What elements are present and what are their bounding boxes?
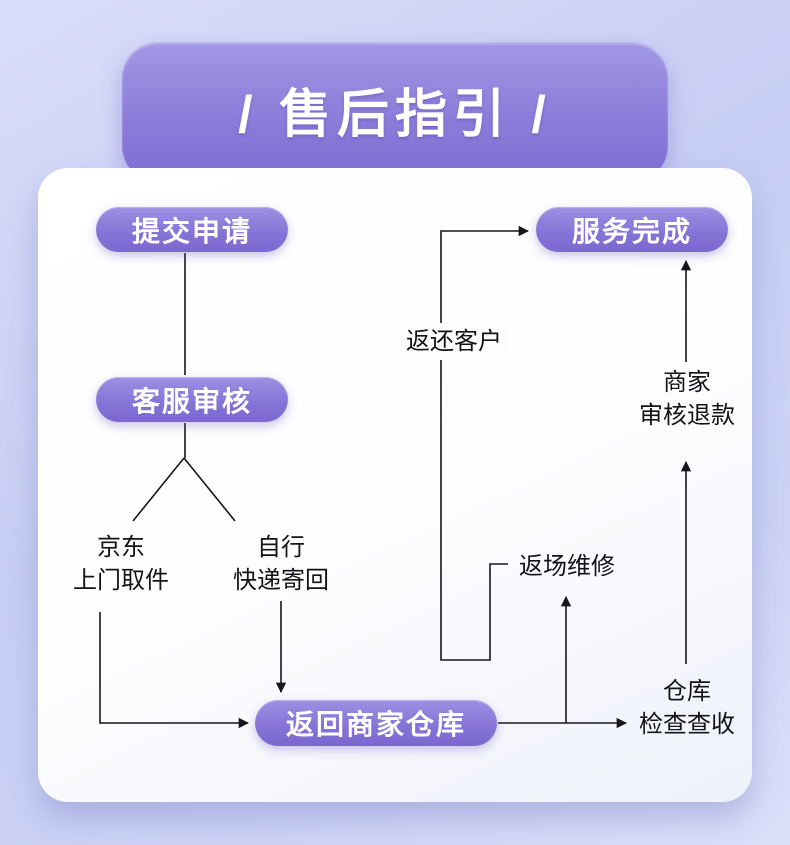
label-self-courier-return-line2: 快递寄回 (233, 567, 329, 594)
node-customer-service-review: 客服审核 (96, 377, 288, 422)
label-merchant-refund-review-line1: 商家 (663, 369, 711, 396)
flowchart-card (38, 168, 752, 802)
label-self-courier-return-line1: 自行 (257, 534, 305, 561)
label-self-courier-return: 自行 快递寄回 (211, 531, 351, 597)
label-repair-return: 返场维修 (519, 553, 615, 580)
banner-title: / 售后指引 / (238, 86, 552, 144)
edge-review-jd (132, 457, 185, 522)
node-service-complete: 服务完成 (536, 207, 728, 252)
node-submit-application-label: 提交申请 (131, 215, 252, 247)
edge-jd-warehouse (99, 612, 250, 729)
label-jd-door-pickup: 京东 上门取件 (51, 531, 191, 597)
header-banner: / 售后指引 / (122, 42, 668, 182)
label-merchant-refund-review-line2: 审核退款 (639, 402, 735, 429)
edge-repair-complete (440, 225, 530, 661)
node-return-merchant-warehouse-label: 返回商家仓库 (285, 709, 466, 740)
node-customer-service-review-label: 客服审核 (131, 385, 252, 417)
label-warehouse-check-receive: 仓库 检查查收 (617, 675, 757, 741)
label-jd-door-pickup-line2: 上门取件 (73, 567, 169, 594)
edge-review-self (183, 457, 236, 522)
label-warehouse-check-receive-line1: 仓库 (663, 678, 711, 705)
node-submit-application: 提交申请 (96, 207, 288, 252)
label-jd-door-pickup-line1: 京东 (97, 534, 145, 561)
label-return-to-customer: 返还客户 (398, 323, 510, 360)
node-return-merchant-warehouse: 返回商家仓库 (255, 700, 497, 746)
label-warehouse-check-receive-line2: 检查查收 (639, 711, 735, 738)
node-service-complete-label: 服务完成 (571, 215, 692, 247)
label-merchant-refund-review: 商家 审核退款 (617, 366, 757, 432)
